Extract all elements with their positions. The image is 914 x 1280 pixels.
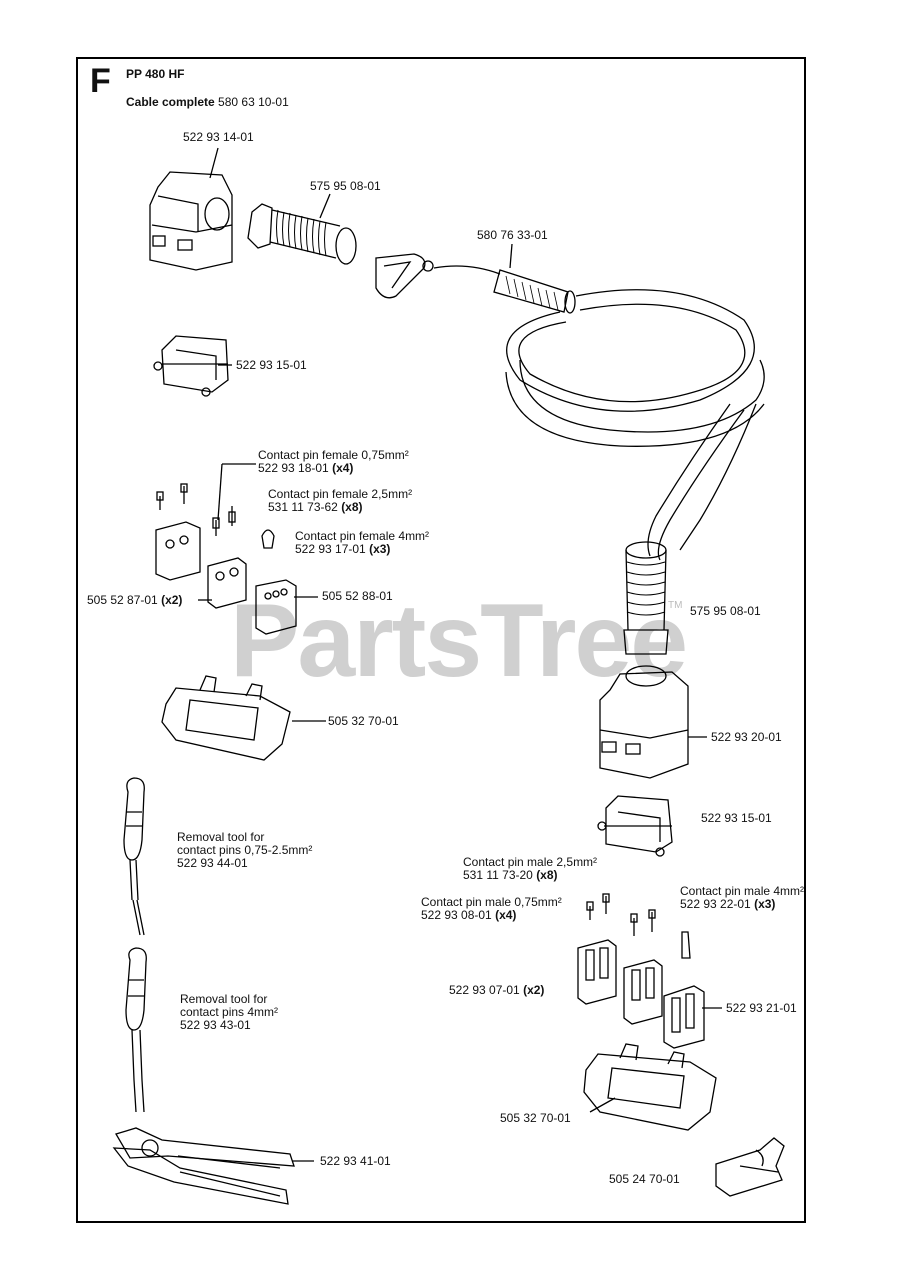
label-pin-male-075: Contact pin male 0,75mm² 522 93 08-01 (x… [421,896,562,922]
pin-male-075-part-line: 522 93 08-01 (x4) [421,909,562,922]
pin-female-25-part-line: 531 11 73-62 (x8) [268,501,412,514]
label-hood-top: 522 93 14-01 [183,130,254,144]
cable-complete-title: Cable complete 580 63 10-01 [126,95,289,109]
label-pliers: 522 93 41-01 [320,1154,391,1168]
pin-male-4-name: Contact pin male 4mm² [680,884,805,898]
label-pin-male-4: Contact pin male 4mm² 522 93 22-01 (x3) [680,885,804,911]
tool2-line1: Removal tool for [180,992,268,1006]
module-male-a-part: 522 93 07-01 [449,983,520,997]
label-removal-tool-2: Removal tool for contact pins 4mm² 522 9… [180,993,278,1032]
pin-female-4-name: Contact pin female 4mm² [295,529,430,543]
pin-male-075-name: Contact pin male 0,75mm² [421,895,562,909]
module-female-a-part: 505 52 87-01 [87,593,158,607]
tool1-line1: Removal tool for [177,830,265,844]
module-male-a-qty: (x2) [523,983,545,997]
tool2-part: 522 93 43-01 [180,1018,251,1032]
label-module-male-b: 522 93 21-01 [726,1001,797,1015]
pin-male-4-part: 522 93 22-01 [680,897,751,911]
pin-female-075-part: 522 93 18-01 [258,461,329,475]
pin-female-25-name: Contact pin female 2,5mm² [268,487,413,501]
label-pin-female-4: Contact pin female 4mm² 522 93 17-01 (x3… [295,530,429,556]
pin-female-4-part: 522 93 17-01 [295,542,366,556]
pin-male-4-part-line: 522 93 22-01 (x3) [680,898,804,911]
watermark: PartsTree [230,583,688,699]
diagram-frame [76,57,806,1223]
section-letter: F [90,62,111,100]
label-pin-male-25: Contact pin male 2,5mm² 531 11 73-20 (x8… [463,856,597,882]
pin-female-25-qty: (x8) [341,500,363,514]
pin-male-075-qty: (x4) [495,908,517,922]
pin-male-4-qty: (x3) [754,897,776,911]
tool1-line2: contact pins 0,75-2.5mm² [177,843,313,857]
pin-female-4-qty: (x3) [369,542,391,556]
label-pin-female-25: Contact pin female 2,5mm² 531 11 73-62 (… [268,488,412,514]
pin-female-4-part-line: 522 93 17-01 (x3) [295,543,429,556]
pin-male-075-part: 522 93 08-01 [421,908,492,922]
label-module-male-a: 522 93 07-01 (x2) [449,984,544,997]
label-clip: 505 24 70-01 [609,1172,680,1186]
cable-complete-label: Cable complete [126,95,215,109]
pin-male-25-name: Contact pin male 2,5mm² [463,855,598,869]
tool2-line2: contact pins 4mm² [180,1005,279,1019]
label-module-female-b: 505 52 88-01 [322,589,393,603]
pin-female-075-qty: (x4) [332,461,354,475]
label-insert-bottom: 522 93 15-01 [701,811,772,825]
pin-female-25-part: 531 11 73-62 [268,500,338,514]
label-spring-bottom: 575 95 08-01 [690,604,761,618]
pin-male-25-part-line: 531 11 73-20 (x8) [463,869,597,882]
model-name: PP 480 HF [126,67,185,81]
pin-female-075-part-line: 522 93 18-01 (x4) [258,462,409,475]
watermark-trademark: TM [668,600,683,611]
tool1-part: 522 93 44-01 [177,856,248,870]
label-frame-male: 505 32 70-01 [500,1111,571,1125]
label-pin-female-075: Contact pin female 0,75mm² 522 93 18-01 … [258,449,409,475]
label-module-female-a: 505 52 87-01 (x2) [87,594,182,607]
cable-complete-part: 580 63 10-01 [218,95,289,109]
label-carabiner: 580 76 33-01 [477,228,548,242]
pin-female-075-name: Contact pin female 0,75mm² [258,448,409,462]
module-female-a-qty: (x2) [161,593,183,607]
label-removal-tool-1: Removal tool for contact pins 0,75-2.5mm… [177,831,312,870]
label-hood-bottom: 522 93 20-01 [711,730,782,744]
label-insert-top: 522 93 15-01 [236,358,307,372]
label-frame-female: 505 32 70-01 [328,714,399,728]
pin-male-25-qty: (x8) [536,868,558,882]
label-spring-top: 575 95 08-01 [310,179,381,193]
pin-male-25-part: 531 11 73-20 [463,868,533,882]
